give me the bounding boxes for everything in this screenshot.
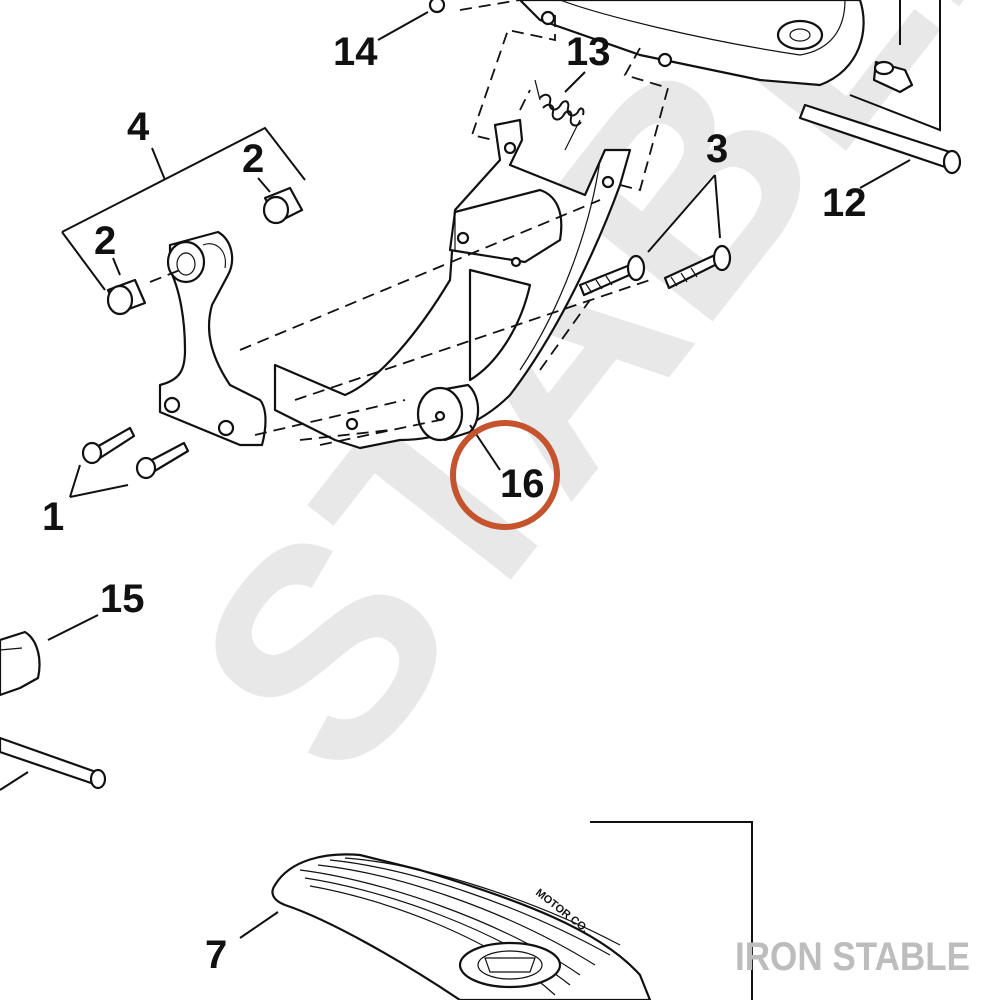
bolt-3-right: [663, 244, 732, 290]
leader-line-3: [647, 174, 721, 253]
callout-4: 4: [127, 105, 150, 149]
footboard-7: [271, 853, 652, 1000]
bushing-2-right: [262, 186, 304, 225]
screw-14: [428, 0, 446, 14]
retaining-nut: [872, 60, 914, 94]
callout-2-left: 2: [94, 219, 116, 263]
callout-15: 15: [100, 577, 145, 621]
leader-line-7: [239, 911, 279, 939]
leader-line-4: [61, 126, 306, 291]
callout-3: 3: [706, 127, 728, 171]
callout-12: 12: [822, 181, 867, 225]
screw-1-lower: [135, 441, 190, 480]
callout-2-right: 2: [242, 137, 264, 181]
dash-line-14: [459, 0, 521, 11]
pivot-rod-12: [798, 103, 962, 175]
leader-line-footboard-frame: [590, 821, 753, 1000]
footboard-bracket-top: [518, 0, 865, 87]
highlight-circle-16: [450, 420, 560, 530]
leader-line-2a: [112, 257, 121, 276]
leader-line-12: [859, 159, 911, 189]
pivot-bushing-16: [416, 383, 480, 442]
callout-13: 13: [566, 30, 611, 74]
callout-14: 14: [333, 30, 378, 74]
component-15: [0, 630, 41, 697]
leader-line-top-right: [849, 0, 941, 132]
screw-1-upper: [81, 426, 136, 465]
leader-line-2b: [257, 177, 271, 193]
dash-line-axis-upper: [149, 199, 601, 351]
leader-line-1: [69, 464, 129, 498]
callout-1: 1: [42, 495, 64, 539]
leader-line-13: [564, 71, 586, 93]
dash-line-axis-lower: [299, 299, 591, 446]
dash-box-right: [599, 47, 670, 192]
dash-box-left: [470, 15, 556, 146]
bushing-2-left: [106, 278, 147, 316]
bolt-3-left: [578, 254, 646, 297]
callout-7: 7: [205, 933, 227, 977]
mounting-bracket-4: [158, 230, 267, 447]
lower-rod: [0, 736, 107, 791]
leader-line-15: [47, 614, 99, 641]
return-spring-13: [534, 79, 585, 151]
callout-16: 16: [500, 462, 545, 506]
leader-line-14: [377, 11, 429, 41]
brand-label: IRON STABLE: [735, 935, 970, 979]
dash-line-axis-mid: [254, 279, 651, 436]
